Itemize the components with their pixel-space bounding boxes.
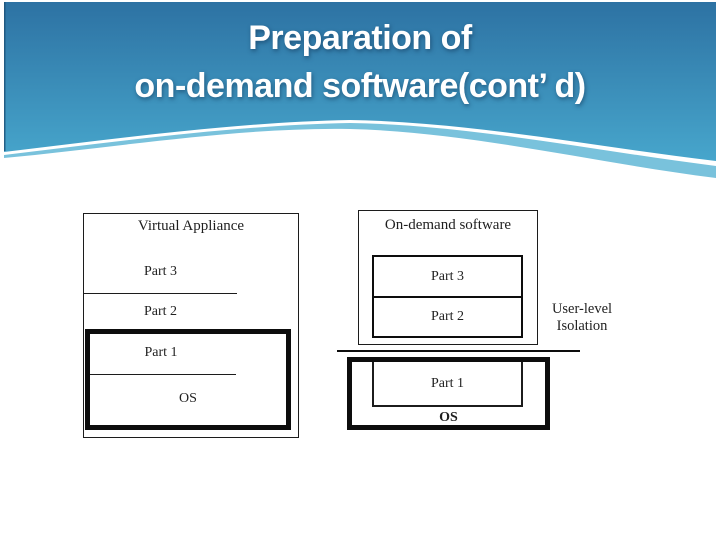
ods-part2-label: Part 2 (430, 309, 465, 324)
slide-title: Preparation of on-demand software(cont’ … (0, 14, 720, 110)
va-part1-divider-line (90, 374, 236, 375)
swoosh-shadow-shape (4, 123, 716, 178)
slide-title-line-1: Preparation of (248, 19, 472, 57)
virtual-appliance-title: Virtual Appliance (137, 218, 245, 234)
annotation-line-1: User-level (551, 301, 613, 317)
on-demand-software-title: On-demand software (384, 217, 512, 233)
ods-part1-label: Part 1 (430, 375, 465, 391)
va-os-layer-box (85, 329, 291, 430)
user-level-isolation-annotation: User-level Isolation (538, 301, 626, 335)
annotation-line-2: Isolation (556, 318, 608, 334)
ods-part3-label: Part 3 (430, 268, 465, 284)
va-part2-label: Part 2 (143, 304, 178, 319)
va-part3-label: Part 3 (143, 264, 178, 279)
header-swoosh-graphic (4, 2, 716, 178)
ods-part3-cell: Part 3 (374, 257, 521, 298)
va-part1-label: Part 1 (144, 345, 178, 360)
slide-title-line-2: on-demand software(cont’ d) (134, 67, 586, 105)
virtual-appliance-box (83, 213, 299, 438)
ods-part1-bracket: Part 1 (372, 362, 523, 407)
va-os-label: OS (179, 391, 197, 406)
header-background-shape (4, 2, 716, 161)
isolation-boundary-line (337, 350, 580, 352)
ods-os-layer-box (347, 357, 550, 430)
on-demand-software-box (358, 210, 538, 345)
ods-os-label: OS (439, 410, 458, 425)
ods-part2-cell: Part 2 (374, 298, 521, 336)
ods-parts-box: Part 3 Part 2 (372, 255, 523, 338)
va-part3-divider-line (84, 293, 237, 294)
